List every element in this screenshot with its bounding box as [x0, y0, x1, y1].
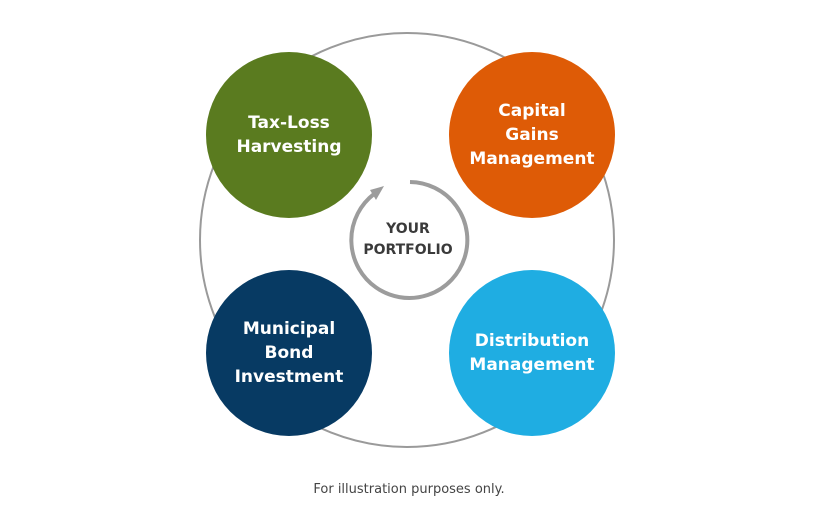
node-label-municipal-bond: Municipal Bond Investment [234, 319, 344, 387]
node-label-capital-gains: Capital Gains Management [469, 101, 595, 169]
outer-ring [199, 32, 615, 448]
node-label-distribution: Distribution Management [469, 331, 595, 375]
node-label-tax-loss: Tax-Loss Harvesting [236, 113, 342, 157]
center-label: YOUR PORTFOLIO [363, 221, 453, 258]
caption: For illustration purposes only. [313, 482, 505, 497]
node-circle-distribution [449, 270, 615, 436]
arrowhead-icon [370, 186, 384, 200]
node-circle-tax-loss [206, 52, 372, 218]
node-circle-capital-gains [449, 52, 615, 218]
cycle-arrow-icon [349, 180, 470, 300]
node-circle-municipal-bond [206, 270, 372, 436]
